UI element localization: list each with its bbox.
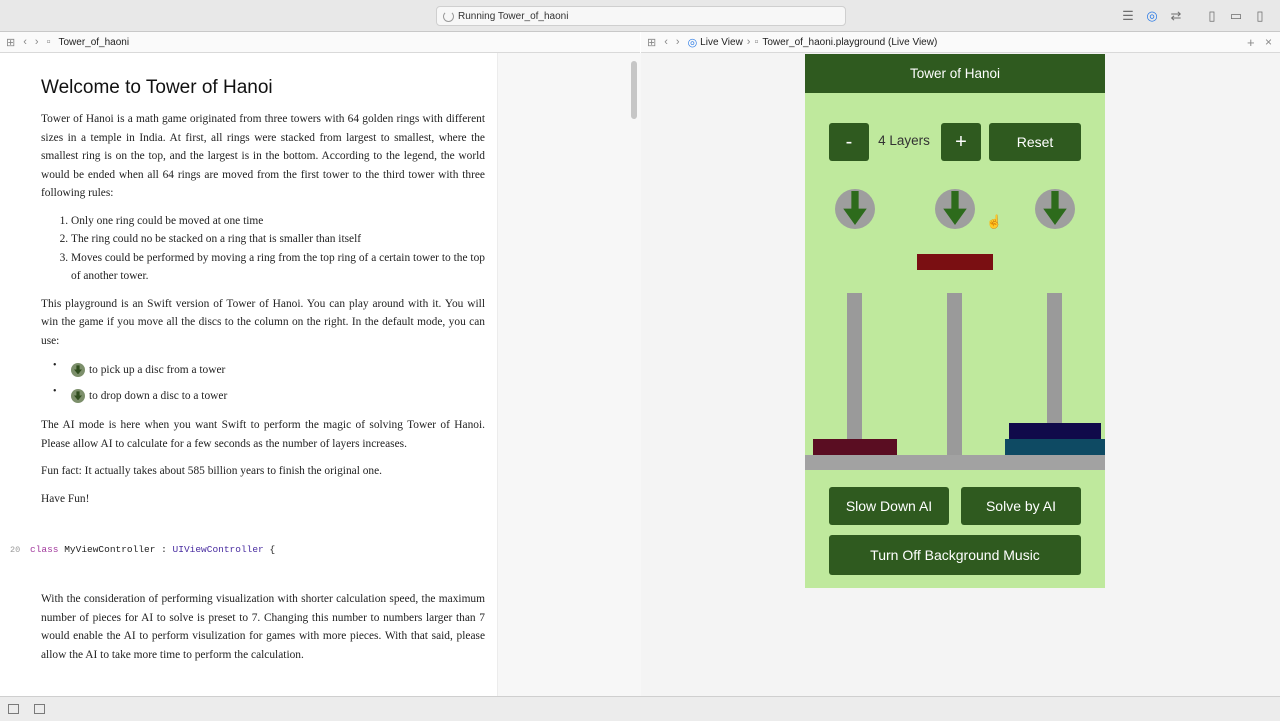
rule-item: Moves could be performed by moving a rin… xyxy=(71,249,485,286)
file-icon: ▫ xyxy=(46,36,51,48)
back-icon[interactable]: ‹ xyxy=(23,36,27,48)
tower-base xyxy=(805,455,1105,470)
plus-label: + xyxy=(955,130,967,153)
line-number: 20 xyxy=(10,545,21,555)
have-fun: Have Fun! xyxy=(41,492,90,505)
navigator-toggle-icon[interactable]: ▯ xyxy=(1208,8,1216,23)
tower-of-hanoi-live-view: Tower of Hanoi - 4 Layers + Reset Slow D… xyxy=(805,54,1105,588)
game-title: Tower of Hanoi xyxy=(909,66,1001,81)
slow-down-label: Slow Down AI xyxy=(845,498,933,514)
left-breadcrumb-file[interactable]: Tower_of_haoni xyxy=(58,36,130,48)
drop-down-arrow-icon xyxy=(71,389,85,404)
usage-text: to drop down a disc to a tower xyxy=(89,390,228,402)
tower-2-down-arrow-icon[interactable] xyxy=(935,189,975,229)
activity-text: Running Tower_of_haoni xyxy=(458,10,569,22)
tower-3-disc xyxy=(1009,423,1101,439)
forward-icon[interactable]: › xyxy=(675,36,680,48)
tower-1-peg xyxy=(847,293,862,455)
back-icon[interactable]: ‹ xyxy=(664,36,668,48)
forward-icon[interactable]: › xyxy=(34,36,39,48)
window-toolbar: Running Tower_of_haoni ☰ ◎ ⇄ ▯ ▭ ▯ xyxy=(0,0,1280,32)
usage-item: • to drop down a disc to a tower xyxy=(53,385,485,411)
assistant-editor-icon[interactable]: ◎ xyxy=(1146,8,1158,23)
tower-3-disc xyxy=(1005,439,1105,455)
file-icon: ▫ xyxy=(754,36,759,48)
solve-by-ai-button[interactable]: Solve by AI xyxy=(961,487,1081,525)
live-view-icon: ◎ xyxy=(687,36,698,49)
rule-item: Only one ring could be moved at one time xyxy=(71,212,485,231)
usage-item: • to pick up a disc from a tower xyxy=(53,359,485,385)
grid-icon[interactable]: ⊞ xyxy=(6,36,16,49)
usage-text: to pick up a disc from a tower xyxy=(89,364,226,376)
close-editor-icon[interactable]: × xyxy=(1265,35,1273,49)
left-jump-bar: ⊞ ‹ › ▫ Tower_of_haoni xyxy=(0,32,640,53)
tower-3-peg xyxy=(1047,293,1062,455)
bullet-icon: • xyxy=(53,360,57,371)
code-text: class MyViewController : UIViewControlle… xyxy=(30,544,275,555)
reset-label: Reset xyxy=(1016,134,1054,150)
activity-viewer: Running Tower_of_haoni xyxy=(436,6,846,26)
grid-icon[interactable]: ⊞ xyxy=(647,36,657,49)
vertical-scrollbar[interactable] xyxy=(631,61,637,119)
results-sidebar xyxy=(497,53,641,696)
panel-toggle-group: ▯ ▭ ▯ xyxy=(1200,8,1272,24)
version-editor-icon[interactable]: ⇄ xyxy=(1170,8,1182,23)
right-breadcrumb-file[interactable]: Tower_of_haoni.playground (Live View) xyxy=(762,36,938,48)
code-brace: { xyxy=(263,544,276,555)
solve-label: Solve by AI xyxy=(985,498,1057,514)
rendered-markup: Welcome to Tower of Hanoi Tower of Hanoi… xyxy=(41,75,485,517)
live-view-pane: Tower of Hanoi - 4 Layers + Reset Slow D… xyxy=(641,53,1280,696)
slow-down-ai-button[interactable]: Slow Down AI xyxy=(829,487,949,525)
spinner-icon xyxy=(443,10,454,22)
fun-fact: Fun fact: It actually takes about 585 bi… xyxy=(41,465,383,477)
bullet-icon: • xyxy=(53,386,57,397)
debug-area-toggle-icon[interactable]: ▭ xyxy=(1229,8,1243,23)
standard-editor-icon[interactable]: ☰ xyxy=(1122,8,1134,23)
held-disc xyxy=(917,254,993,270)
inspector-toggle-icon[interactable]: ▯ xyxy=(1256,8,1264,23)
add-editor-icon[interactable]: + xyxy=(1247,34,1255,50)
code-keyword: class xyxy=(30,544,59,555)
chevron-right-icon: › xyxy=(746,36,751,48)
right-jump-bar: ⊞ ‹ › ◎ Live View › ▫ Tower_of_haoni.pla… xyxy=(641,32,1280,53)
editor-mode-group: ☰ ◎ ⇄ xyxy=(1116,8,1188,24)
tower-2-peg xyxy=(947,293,962,455)
hide-debug-area-icon[interactable] xyxy=(8,704,19,714)
note-paragraph: With the consideration of performing vis… xyxy=(41,593,485,661)
decrease-layers-button[interactable]: - xyxy=(829,123,869,161)
playground-editor: Welcome to Tower of Hanoi Tower of Hanoi… xyxy=(0,53,641,696)
rendered-markup-note: With the consideration of performing vis… xyxy=(41,590,485,664)
minus-label: - xyxy=(845,130,853,153)
hand-cursor-icon: ☝ xyxy=(986,214,1003,229)
reset-button[interactable]: Reset xyxy=(989,123,1081,161)
breadcrumb-live-view[interactable]: Live View xyxy=(700,36,743,48)
tower-3-down-arrow-icon[interactable] xyxy=(1035,189,1075,229)
debug-bar xyxy=(0,696,1280,721)
run-playground-icon[interactable] xyxy=(34,704,45,714)
playground-paragraph: This playground is an Swift version of T… xyxy=(41,297,485,347)
increase-layers-button[interactable]: + xyxy=(941,123,981,161)
rule-item: The ring could no be stacked on a ring t… xyxy=(71,230,485,249)
ai-paragraph: The AI mode is here when you want Swift … xyxy=(41,419,485,450)
code-type: UIViewController xyxy=(172,544,264,555)
code-class-name: MyViewController : xyxy=(58,544,173,555)
navigation-bar: Tower of Hanoi xyxy=(805,54,1105,93)
doc-title: Welcome to Tower of Hanoi xyxy=(41,77,273,98)
layers-count: 4 Layers xyxy=(878,133,930,148)
tower-1-disc xyxy=(813,439,897,455)
usage-list: • to pick up a disc from a tower • to drop… xyxy=(41,359,485,411)
intro-paragraph: Tower of Hanoi is a math game originated… xyxy=(41,113,485,199)
music-label: Turn Off Background Music xyxy=(870,547,1040,563)
tower-1-down-arrow-icon[interactable] xyxy=(835,189,875,229)
pick-up-arrow-icon xyxy=(71,363,85,378)
rules-list: Only one ring could be moved at one time… xyxy=(41,212,485,286)
toggle-music-button[interactable]: Turn Off Background Music xyxy=(829,535,1081,575)
